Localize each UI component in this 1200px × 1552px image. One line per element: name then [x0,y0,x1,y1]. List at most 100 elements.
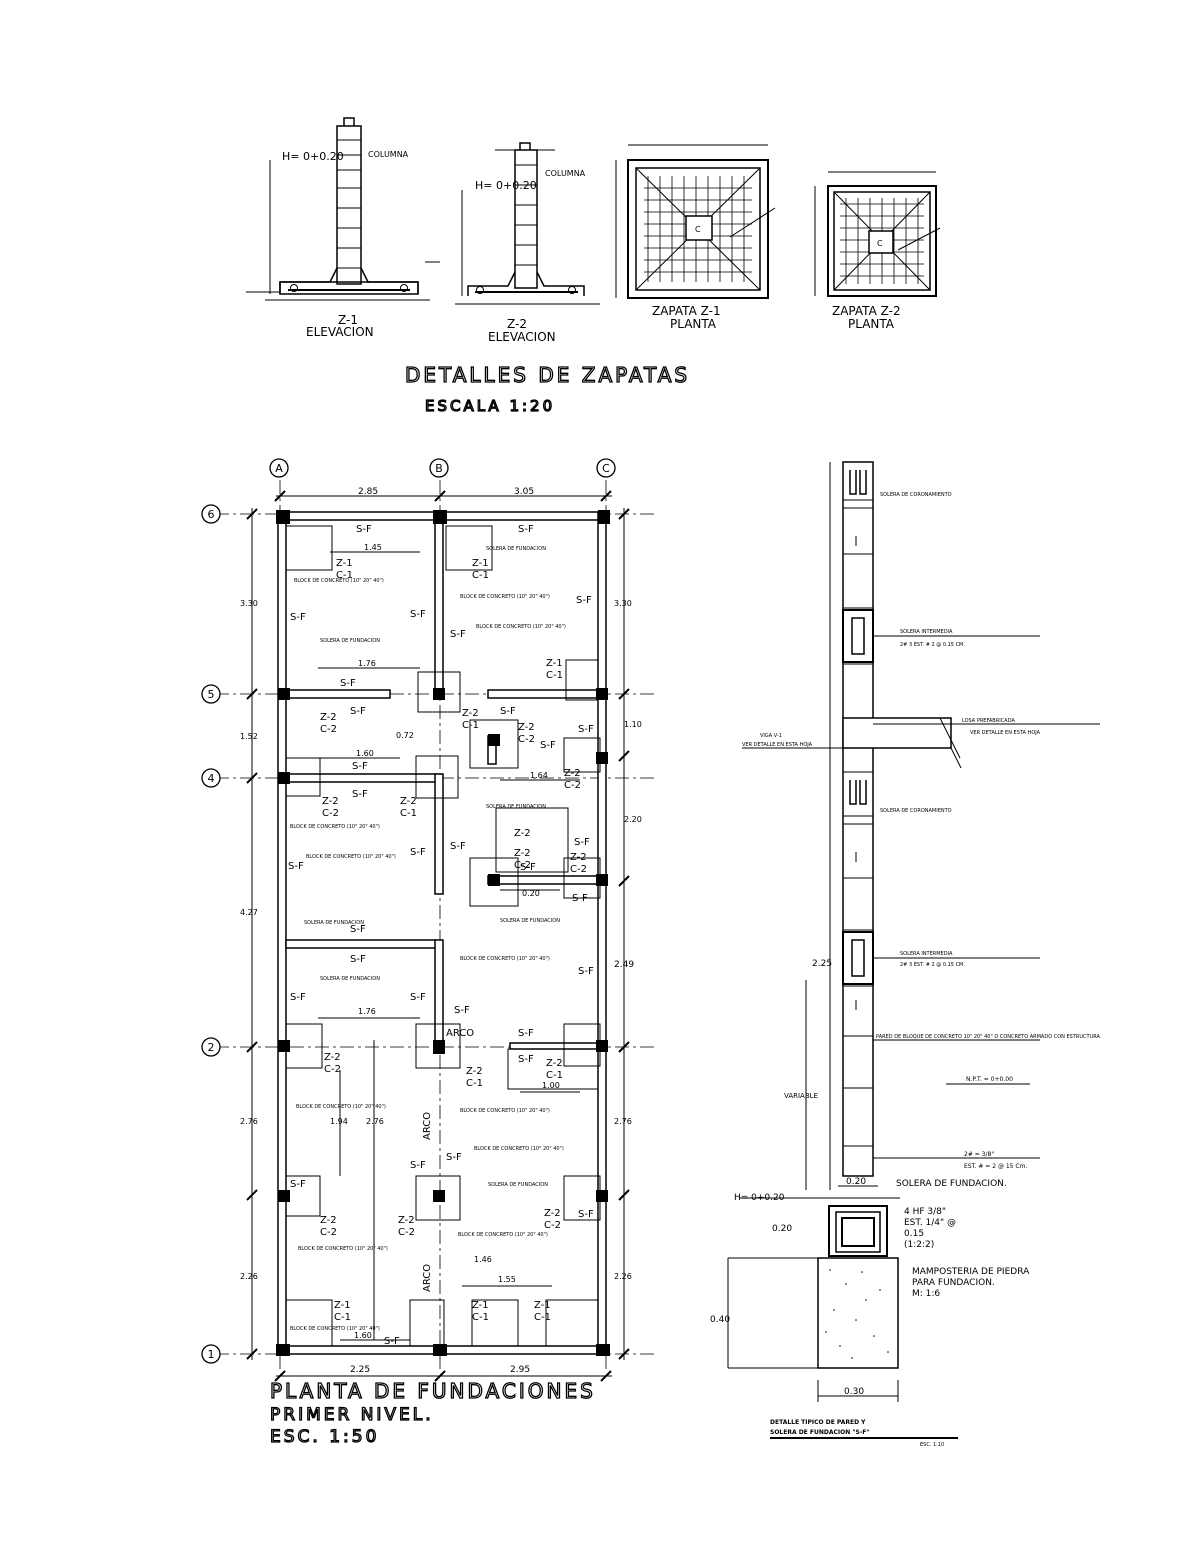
c2-tag: C-2 [322,808,339,819]
c2-tag: C-2 [518,734,535,745]
zapata-z1-plan: C ZAPATA Z-1 PLANTA [615,144,776,331]
solera-intermedia-spec: 2# 3 EST. # 2 @ 0.15 CM. [900,642,965,648]
solera-note: SOLERA DE FUNDACION [486,804,546,810]
z2-tag: Z-2 [570,852,587,863]
sf-label: S-F [454,1005,470,1016]
c2-tag: C-2 [570,864,587,875]
wall-section-detail: SOLERA DE CORONAMIENTO SOLERA DE CORONAM… [710,461,1100,1448]
sf-label: S-F [288,861,304,872]
z2-elev-name: Z-2 [507,317,527,331]
inner-dim: 1.45 [364,543,382,552]
c1-tag: C-1 [466,1078,483,1089]
losa-ref-label: VER DETALLE EN ESTA HOJA [970,730,1041,736]
sf-label: S-F [450,841,466,852]
inner-dim: 1.60 [354,1331,372,1340]
z1-plan-center: C [695,225,701,234]
dim-030: 0.30 [844,1387,864,1397]
block-note: BLOCK DE CONCRETO (10" 20" 40") [460,1108,550,1114]
hf-label-3: 0.15 [904,1229,924,1239]
sf-label: S-F [450,629,466,640]
left-dim-5: 2.26 [240,1272,258,1281]
right-dim-6: 2.26 [614,1272,632,1281]
sf-label: S-F [540,740,556,751]
c2-tag: C-2 [320,724,337,735]
z2-tag: Z-2 [462,708,479,719]
mamposteria-label-3: M: 1:6 [912,1289,940,1299]
inner-dim: 1.00 [542,1081,560,1090]
sf-label: S-F [350,954,366,965]
inner-dim: 1.94 [330,1117,348,1126]
dim-020-side: 0.20 [772,1224,792,1234]
sf-label: S-F [410,992,426,1003]
sf-label: S-F [576,595,592,606]
sf-label: S-F [574,837,590,848]
sf-label: S-F [500,706,516,717]
z2-tag: Z-2 [564,768,581,779]
c1-tag: C-1 [472,1312,489,1323]
left-dim-3: 4.27 [240,908,258,917]
z1-elev-name: Z-1 [338,313,358,327]
sf-label: S-F [350,706,366,717]
block-note: BLOCK DE CONCRETO (10" 20" 40") [290,824,380,830]
sf-label: S-F [578,1209,594,1220]
pared-label: PARED DE BLOQUE DE CONCRETO 10" 20" 40" … [876,1034,1100,1040]
z1-plan-view: PLANTA [670,317,717,331]
solera-note: SOLERA DE FUNDACION [488,1182,548,1188]
section-caption-scale: ESC. 1:10 [920,1442,944,1448]
sf-label: S-F [290,1179,306,1190]
section-caption-2: SOLERA DE FUNDACION "S-F" [770,1429,870,1436]
inner-dim: 1.55 [498,1275,516,1284]
dim-225: 2.25 [812,959,832,969]
sf-label: S-F [356,524,372,535]
sf-label: S-F [572,893,588,904]
footing-labels: Z-1 C-1 Z-1 C-1 Z-1 C-1 Z-2 C-2 Z-2 C-1 … [320,558,587,1323]
block-note: BLOCK DE CONCRETO (10" 20" 40") [474,1146,564,1152]
axis-bubble-2: 2 [201,1037,221,1057]
hf-label-4: (1:2:2) [904,1240,934,1250]
axis-a-label: A [275,462,283,475]
inner-dim: 1.64 [530,771,548,780]
sf-label: S-F [446,1152,462,1163]
solera-note: SOLERA DE FUNDACION [486,546,546,552]
c1-tag: C-1 [400,808,417,819]
block-note: BLOCK DE CONCRETO (10" 20" 40") [460,956,550,962]
axis-bubble-5: 5 [201,684,221,704]
axis-6-label: 6 [208,508,215,521]
arco-label: ARCO [422,1112,433,1140]
dim-020-top: 0.20 [846,1177,866,1187]
axis-bubble-6: 6 [201,504,221,524]
section-caption-1: DETALLE TIPICO DE PARED Y [770,1419,866,1426]
sf-label: S-F [340,678,356,689]
solera-corona-label: SOLERA DE CORONAMIENTO [880,492,952,498]
foundation-plan: A B C 6 5 4 2 1 [201,458,655,1448]
solera-intermedia-label: SOLERA INTERMEDIA [900,629,953,635]
axis-2-label: 2 [208,1041,215,1054]
z1-tag: Z-1 [334,1300,351,1311]
sf-label: S-F [290,612,306,623]
c1-tag: C-1 [546,670,563,681]
z1-tag: Z-1 [546,658,563,669]
z1-tag: Z-1 [336,558,353,569]
z1-level-label: H= 0+0.20 [282,150,344,163]
zapata-z1-elevation: H= 0+0.20 COLUMNA Z-1 ELEVACION [246,117,440,339]
mamposteria-label-2: PARA FUNDACION. [912,1278,995,1288]
inner-dim: 2.76 [366,1117,384,1126]
z2-tag: Z-2 [518,722,535,733]
axis-b-label: B [435,462,443,475]
left-dim-4: 2.76 [240,1117,258,1126]
c1-tag: C-1 [336,570,353,581]
sf-label: S-F [410,847,426,858]
axis-5-label: 5 [208,688,215,701]
variable-label: VARIABLE [784,1092,818,1100]
inner-dim: 0.72 [396,731,414,740]
solera-note: SOLERA DE FUNDACION [500,918,560,924]
c2-tag: C-2 [398,1227,415,1238]
z2-plan-view: PLANTA [848,317,895,331]
c2-tag: C-2 [320,1227,337,1238]
axis-1-label: 1 [208,1348,215,1361]
axis-bubble-a: A [269,458,289,478]
solera-fundacion-label: SOLERA DE FUNDACION. [896,1179,1007,1189]
block-note: BLOCK DE CONCRETO (10" 20" 40") [458,1232,548,1238]
losa-label: LOSA PREFABRICADA [962,718,1015,724]
